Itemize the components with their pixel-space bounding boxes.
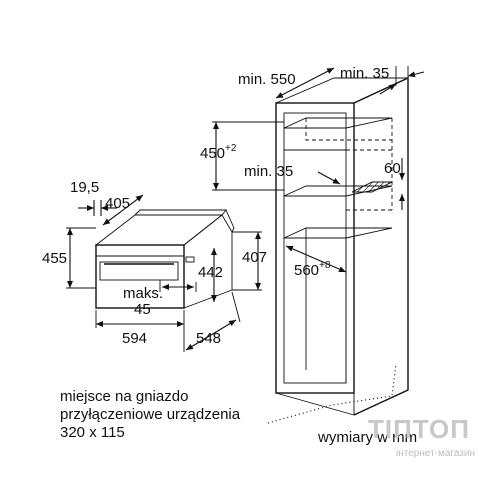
dim-560: 560+8 [294,260,331,279]
dim-450: 450+2 [200,143,237,162]
oven-dimension-lines [66,194,262,352]
dim-442: 442 [198,264,223,281]
dim-60: 60 [384,160,401,177]
dim-405: 405 [105,195,130,212]
units-note: wymiary w mm [317,429,417,446]
dim-max-label: maks. [123,285,163,302]
socket-note-line3: 320 x 115 [60,424,125,441]
dim-19-5: 19,5 [70,179,99,196]
cabinet-front [275,102,355,394]
oven-drawing [94,209,235,309]
socket-note-line2: przyłączeniowe urządzenia [60,406,241,423]
watermark-brand: ТІПТОП [368,414,470,444]
dim-455: 455 [42,250,67,267]
dim-min-550: min. 550 [238,71,296,88]
dim-min-35-top: min. 35 [340,65,389,82]
oven-side [183,214,233,309]
cabinet-drawing [267,76,409,424]
socket-leader [267,363,397,424]
watermark-sub: інтернет-магазин [396,448,475,459]
vent-opening [351,181,393,193]
dim-548: 548 [196,330,221,347]
dim-407: 407 [242,249,267,266]
dim-594: 594 [122,330,147,347]
dim-max-value: 45 [134,301,151,318]
cabinet-dimension-lines [212,66,425,273]
dim-min-35-inner: min. 35 [244,163,293,180]
socket-note-line1: miejsce na gniazdo [60,388,188,405]
